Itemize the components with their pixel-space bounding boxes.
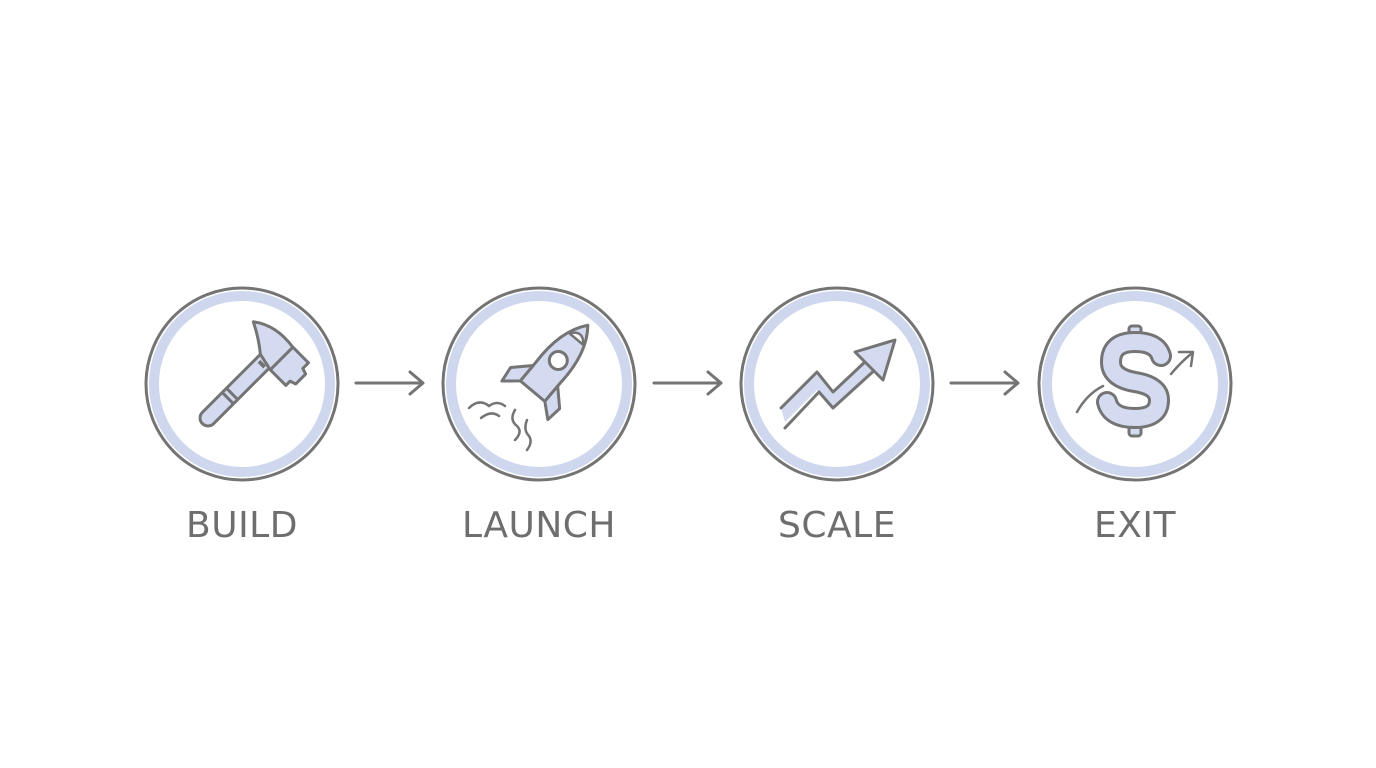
step-circle <box>138 280 346 488</box>
step-circle <box>1031 280 1239 488</box>
step-label: BUILD <box>186 505 298 546</box>
step-label: LAUNCH <box>462 505 616 546</box>
step-label: EXIT <box>1093 505 1176 546</box>
step-launch: LAUNCH <box>435 280 643 550</box>
step-build: BUILD <box>138 280 346 550</box>
dollar-growth-icon <box>1037 286 1233 482</box>
step-circle <box>733 280 941 488</box>
arrow-right-icon <box>947 366 1023 400</box>
arrow-right-icon <box>352 366 428 400</box>
step-exit: EXIT <box>1031 280 1239 550</box>
step-label: SCALE <box>778 505 896 546</box>
hammer-icon <box>144 286 340 482</box>
rocket-icon <box>441 286 637 482</box>
trend-up-arrow-icon <box>739 286 935 482</box>
step-scale: SCALE <box>733 280 941 550</box>
arrow-right-icon <box>650 366 726 400</box>
step-circle <box>435 280 643 488</box>
